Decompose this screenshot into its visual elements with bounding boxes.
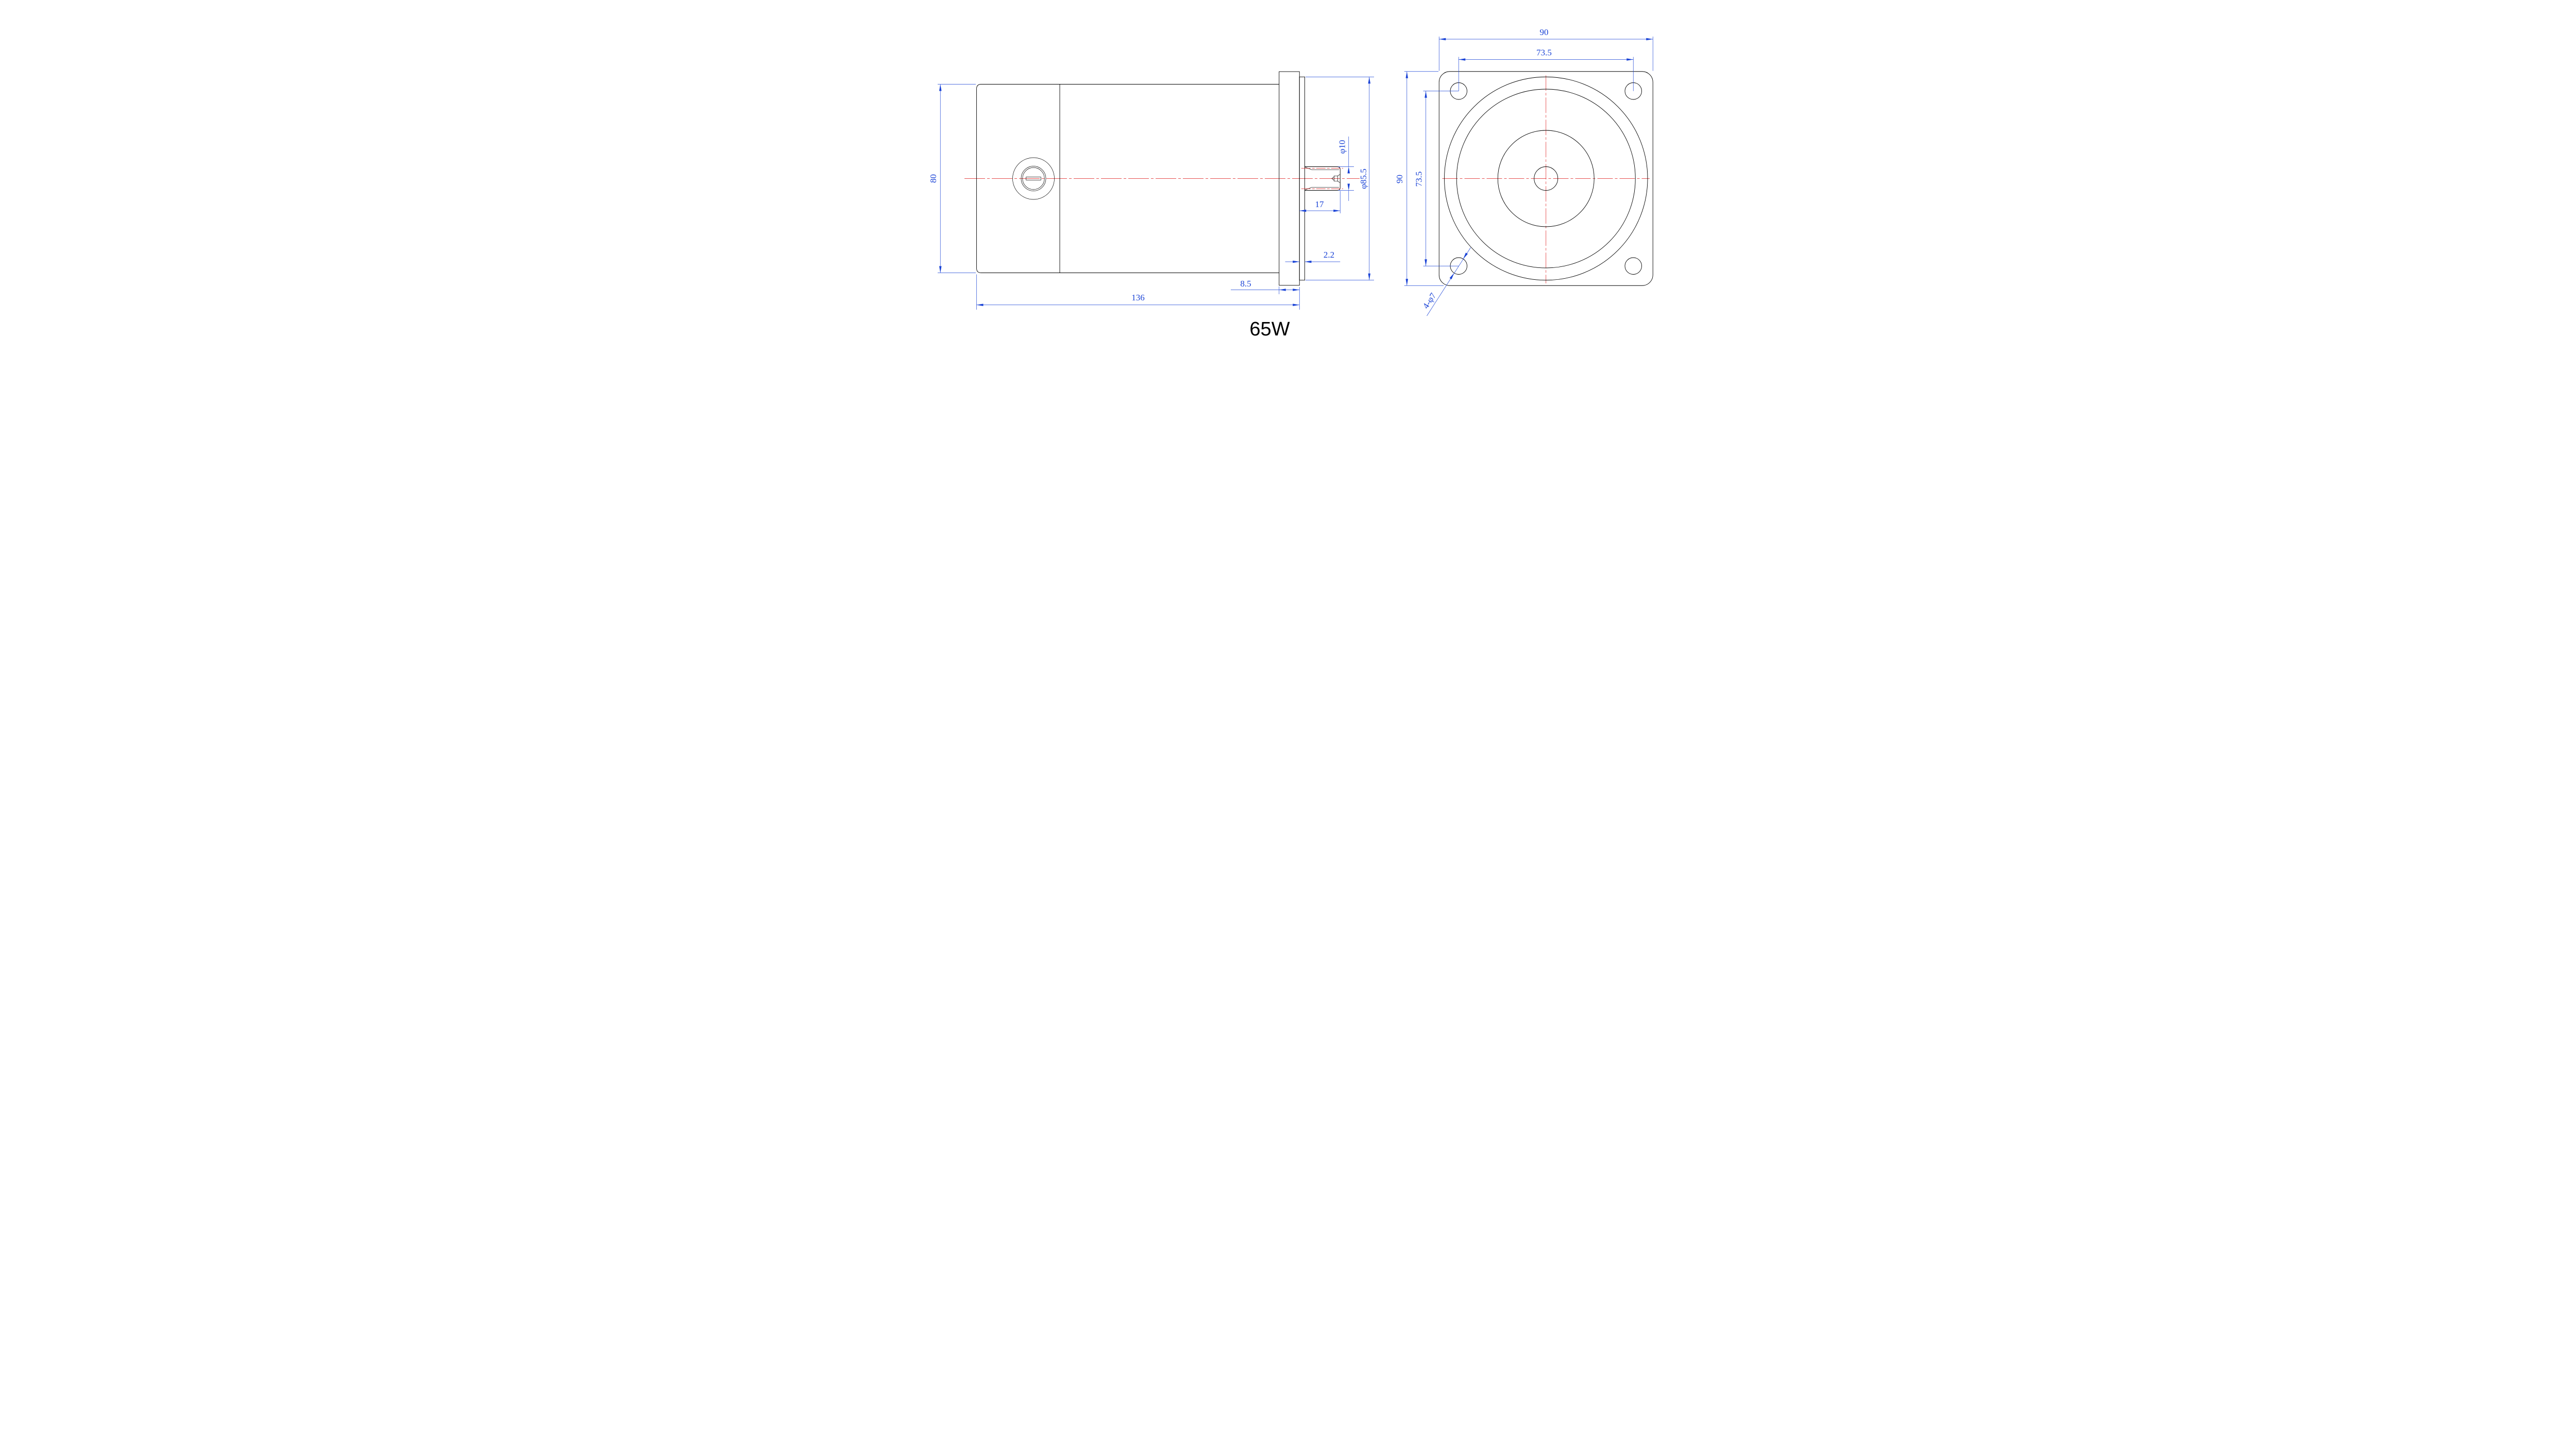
arrowhead: [1347, 166, 1350, 174]
arrowhead: [1425, 259, 1427, 266]
bearing-hub-circle: [1497, 130, 1595, 227]
arrowhead: [1646, 38, 1653, 41]
dim-136-label: 136: [1131, 293, 1145, 302]
arrowhead: [1368, 77, 1371, 84]
dim-hole-pitch-vertical: 73.5: [1414, 91, 1459, 266]
power-rating-title: 65W: [1249, 318, 1290, 340]
boss-circle-85.5: [1444, 76, 1648, 281]
arrowhead: [1293, 260, 1300, 263]
spigot-circle: [1456, 89, 1636, 268]
adjust-screw-detail: [1012, 157, 1055, 200]
arrowhead: [1405, 279, 1409, 286]
shaft-thread-root-lines: [1304, 167, 1339, 190]
arrowhead: [1279, 289, 1286, 291]
screw-slot: [1026, 177, 1041, 180]
screw-mid-circle: [1021, 166, 1046, 191]
arrowhead: [1626, 58, 1634, 61]
pilot-boss: [1299, 76, 1305, 281]
motor-dimension-drawing: 80 136 8.5 2.2: [928, 27, 1653, 340]
front-view: 90 73.5 90 73.5: [1395, 27, 1653, 316]
dim-boss-diameter: φ85.5: [1306, 76, 1374, 281]
screw-outer-circle: [1012, 157, 1055, 200]
dim-mounting-holes: 4-φ7: [1421, 247, 1471, 316]
screw-inner-circle: [1022, 167, 1045, 190]
dim-73.5-top-label: 73.5: [1536, 48, 1552, 58]
arrowhead: [976, 303, 984, 307]
arrowhead: [939, 266, 942, 273]
dim-shaft-length: 17: [1299, 191, 1341, 213]
arrowhead: [1425, 91, 1427, 98]
side-view: 80 136 8.5 2.2: [928, 71, 1374, 310]
arrowhead: [1368, 273, 1371, 280]
arrowhead: [1463, 252, 1468, 259]
dim-overall-length: 136: [976, 274, 1300, 310]
motor-body-outline: [976, 84, 1279, 273]
dim-hole-pitch-horizontal: 73.5: [1458, 48, 1634, 91]
arrowhead: [1405, 71, 1409, 78]
flange-square-outline: [1438, 71, 1653, 286]
arrowhead: [1439, 38, 1446, 41]
shaft-center-hole: [1331, 174, 1341, 183]
arrowhead: [1304, 260, 1312, 263]
arrowhead: [1333, 209, 1341, 212]
drawing-sheet: 80 136 8.5 2.2: [916, 0, 1660, 363]
dim-4-phi7-label: 4-φ7: [1421, 291, 1438, 311]
dim-flange-thickness: 8.5: [1231, 279, 1300, 294]
dim-17-label: 17: [1315, 199, 1325, 209]
dim-90-top-label: 90: [1540, 27, 1549, 37]
arrowhead: [1293, 289, 1300, 291]
dim-shaft-diameter: φ10: [1337, 137, 1354, 201]
arrowhead: [1449, 273, 1454, 280]
shaft-circle: [1534, 166, 1558, 191]
arrowhead: [1299, 209, 1307, 212]
dim-90-left-label: 90: [1395, 175, 1404, 183]
dim-boss-thickness: 2.2: [1285, 250, 1341, 263]
dim-80-label: 80: [928, 174, 938, 183]
arrowhead: [1459, 58, 1466, 61]
dim-phi85.5-label: φ85.5: [1359, 168, 1368, 189]
dim-body-height: 80: [928, 84, 976, 273]
dim-flange-width: 90: [1438, 27, 1653, 71]
dim-phi10-label: φ10: [1337, 140, 1347, 154]
hole-leader-line: [1427, 247, 1471, 316]
dim-73.5-left-label: 73.5: [1414, 172, 1424, 187]
mounting-hole-bottom-right: [1624, 257, 1642, 275]
dim-flange-height: 90: [1395, 71, 1444, 286]
arrowhead: [939, 84, 942, 91]
dim-2.2-label: 2.2: [1324, 250, 1334, 260]
arrowhead: [1293, 303, 1300, 307]
dim-8.5-label: 8.5: [1240, 279, 1251, 289]
arrowhead: [1347, 183, 1350, 191]
